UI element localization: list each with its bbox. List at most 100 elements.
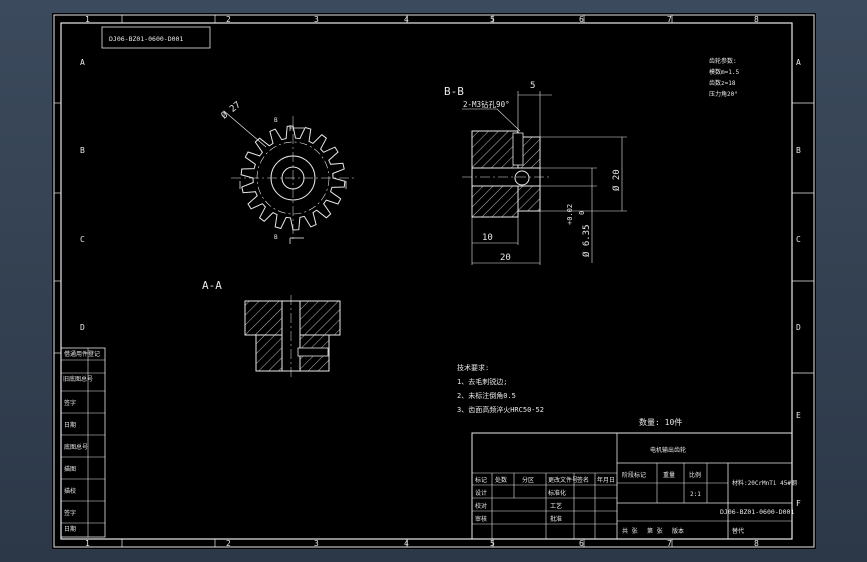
title-block — [471, 432, 793, 540]
tech-item-2: 2、未标注倒角0.5 — [457, 391, 516, 400]
row-left-A: A — [80, 58, 85, 67]
tb-head-0: 标记 — [475, 476, 487, 484]
col-top-5: 5 — [490, 15, 495, 24]
col-top-1: 1 — [85, 15, 90, 24]
tb-role-0: 设计 — [475, 489, 487, 497]
tb-head-1: 处数 — [495, 476, 507, 484]
tb-bottom-2: 版本 — [672, 527, 684, 535]
strip-9: 日期 — [64, 525, 76, 533]
tb-head-3: 更改文件号 — [548, 476, 578, 484]
cut-plane-markers — [239, 125, 347, 244]
drawing-viewport[interactable]: 1 2 3 4 5 6 7 8 1 2 3 4 5 6 7 8 A B C D … — [52, 13, 816, 549]
dim-hole-note: 2-M3钻孔90° — [463, 99, 510, 109]
tech-item-3: 3、齿面高频淬火HRC50-52 — [457, 405, 544, 414]
strip-2: 旧底图总号 — [63, 375, 93, 383]
col-bot-7: 7 — [667, 539, 672, 548]
gear-param-3: 压力角20° — [709, 90, 738, 98]
strip-1: 借通用件登记 — [64, 350, 100, 358]
strip-8: 签字 — [64, 509, 76, 517]
outer-frame — [53, 14, 815, 548]
section-aa-title: A-A — [202, 279, 222, 292]
tb-role-2: 审核 — [475, 515, 487, 523]
inner-frame — [60, 22, 793, 540]
gear-dia-leader — [223, 110, 267, 148]
grid-ticks — [54, 15, 814, 547]
tb-scale: 2:1 — [690, 491, 701, 498]
col-bot-6: 6 — [579, 539, 584, 548]
strip-4: 日期 — [64, 421, 76, 429]
tb-head-2: 分区 — [522, 476, 534, 484]
row-right-A: A — [796, 58, 801, 67]
tb-ratio: 比例 — [689, 471, 701, 479]
row-right-F: F — [796, 499, 801, 508]
tb-material: 材料:20CrMnTi 45#钢 — [732, 479, 797, 487]
tb-mid-0: 标准化 — [548, 489, 566, 497]
tb-mid-2: 批准 — [550, 515, 562, 523]
row-labels-left: A B C D — [80, 58, 85, 332]
dim-tol-zero: 0 — [578, 211, 586, 215]
strip-5: 底图总号 — [64, 443, 88, 451]
cut-mark-top: B — [274, 117, 278, 124]
dim-tol: +0.02 — [566, 204, 574, 225]
section-bb-view — [462, 91, 627, 265]
strip-7: 描校 — [64, 487, 76, 495]
col-bot-4: 4 — [404, 539, 409, 548]
col-top-8: 8 — [754, 15, 759, 24]
dim-20: 20 — [500, 253, 511, 263]
tb-mid-1: 工艺 — [550, 502, 562, 510]
col-top-3: 3 — [314, 15, 319, 24]
row-right-C: C — [796, 235, 801, 244]
gear-param-2: 齿数z=18 — [709, 79, 736, 87]
dim-10: 10 — [482, 233, 493, 243]
strip-3: 签字 — [64, 399, 76, 407]
column-labels-top: 1 2 3 4 5 6 7 8 — [85, 15, 759, 24]
column-labels-bottom: 1 2 3 4 5 6 7 8 — [85, 539, 759, 548]
gear-front-view — [231, 116, 355, 240]
row-right-E: E — [796, 411, 801, 420]
section-bb-dims: 2-M3钻孔90° 5 Ø 20 +0.02 0 Ø 6.35 10 20 — [463, 81, 622, 263]
tb-head-5: 年月日 — [597, 476, 615, 484]
col-bot-8: 8 — [754, 539, 759, 548]
col-top-6: 6 — [579, 15, 584, 24]
dim-5: 5 — [530, 81, 535, 91]
row-right-B: B — [796, 146, 801, 155]
tb-bottom-1: 第 张 — [647, 527, 663, 535]
col-top-7: 7 — [667, 15, 672, 24]
tb-role-1: 校对 — [475, 502, 487, 510]
doc-code-text: DJ06-BZ01-0600-D001 — [109, 35, 183, 43]
tech-item-1: 1、去毛刺锐边; — [457, 377, 507, 386]
row-left-C: C — [80, 235, 85, 244]
row-left-B: B — [80, 146, 85, 155]
col-bot-5: 5 — [490, 539, 495, 548]
gear-param-1: 模数m=1.5 — [709, 68, 739, 76]
section-bb-title: B-B — [444, 85, 464, 98]
doc-code-box — [101, 26, 211, 49]
cut-mark-bottom: B — [274, 234, 278, 241]
dim-dia635: Ø 6.35 — [581, 224, 592, 257]
title-block-text: 电机输出齿轮 材料:20CrMnTi 45#钢 2:1 DJ06-BZ01-06… — [475, 446, 797, 535]
col-bot-2: 2 — [226, 539, 231, 548]
tb-stage: 阶段标记 — [622, 471, 646, 479]
dim-dia20: Ø 20 — [611, 169, 622, 191]
tb-bottom-3: 替代 — [732, 527, 744, 535]
left-strip-labels: 借通用件登记 旧底图总号 签字 日期 底图总号 描图 描校 签字 日期 — [63, 350, 100, 533]
row-left-D: D — [80, 323, 85, 332]
left-strip-table — [60, 347, 106, 538]
tech-requirements: 技术要求: 1、去毛刺锐边; 2、未标注倒角0.5 3、齿面高频淬火HRC50-… — [457, 363, 544, 414]
tb-weight: 重量 — [663, 471, 675, 479]
quantity-label: 数量: 10件 — [639, 417, 682, 427]
col-top-2: 2 — [226, 15, 231, 24]
tb-head-4: 签名 — [577, 476, 589, 484]
row-right-D: D — [796, 323, 801, 332]
tb-part-name: 电机输出齿轮 — [650, 446, 686, 454]
tech-title: 技术要求: — [457, 363, 489, 372]
tb-bottom-0: 共 张 — [622, 527, 638, 535]
col-top-4: 4 — [404, 15, 409, 24]
col-bot-1: 1 — [85, 539, 90, 548]
col-bot-3: 3 — [314, 539, 319, 548]
strip-6: 描图 — [64, 465, 76, 473]
cad-drawing: 1 2 3 4 5 6 7 8 1 2 3 4 5 6 7 8 A B C D … — [53, 14, 815, 548]
gear-param-0: 齿轮参数: — [709, 57, 737, 65]
section-aa-view — [244, 295, 341, 377]
gear-params: 齿轮参数: 模数m=1.5 齿数z=18 压力角20° — [709, 57, 739, 98]
